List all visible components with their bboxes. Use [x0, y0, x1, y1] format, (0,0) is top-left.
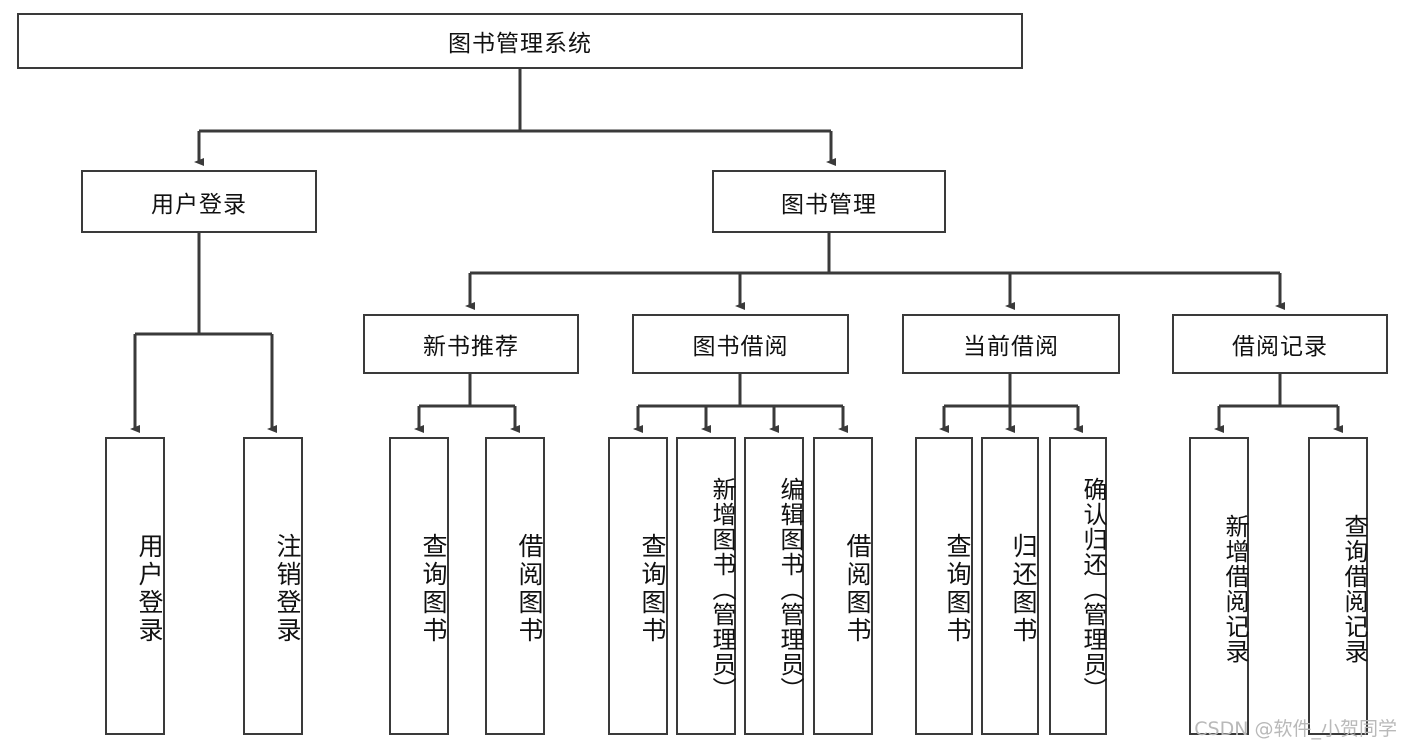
node-leaf-confirm-return-admin[interactable]: 确认归还（管理员）	[1049, 437, 1107, 735]
node-leaf-query-book-new[interactable]: 查询图书	[389, 437, 449, 735]
node-leaf-edit-book-admin[interactable]: 编辑图书（管理员）	[744, 437, 804, 735]
node-leaf-query-book[interactable]: 查询图书	[608, 437, 668, 735]
node-leaf-borrow-book-new[interactable]: 借阅图书	[485, 437, 545, 735]
node-leaf-add-book-admin[interactable]: 新增图书（管理员）	[676, 437, 736, 735]
node-current-borrow[interactable]: 当前借阅	[902, 314, 1120, 374]
node-book-management[interactable]: 图书管理	[712, 170, 946, 233]
node-new-book-recommend[interactable]: 新书推荐	[363, 314, 579, 374]
watermark-text: CSDN @软件_小贺同学	[1194, 718, 1397, 740]
node-leaf-user-logout[interactable]: 注销登录	[243, 437, 303, 735]
node-leaf-borrow-book[interactable]: 借阅图书	[813, 437, 873, 735]
node-leaf-return-book[interactable]: 归还图书	[981, 437, 1039, 735]
node-leaf-user-login[interactable]: 用户登录	[105, 437, 165, 735]
node-borrow-record[interactable]: 借阅记录	[1172, 314, 1388, 374]
node-leaf-query-borrow-record[interactable]: 查询借阅记录	[1308, 437, 1368, 735]
node-book-borrow[interactable]: 图书借阅	[632, 314, 849, 374]
node-user-login[interactable]: 用户登录	[81, 170, 317, 233]
node-root-system[interactable]: 图书管理系统	[17, 13, 1023, 69]
node-leaf-add-borrow-record[interactable]: 新增借阅记录	[1189, 437, 1249, 735]
node-leaf-query-book-current[interactable]: 查询图书	[915, 437, 973, 735]
